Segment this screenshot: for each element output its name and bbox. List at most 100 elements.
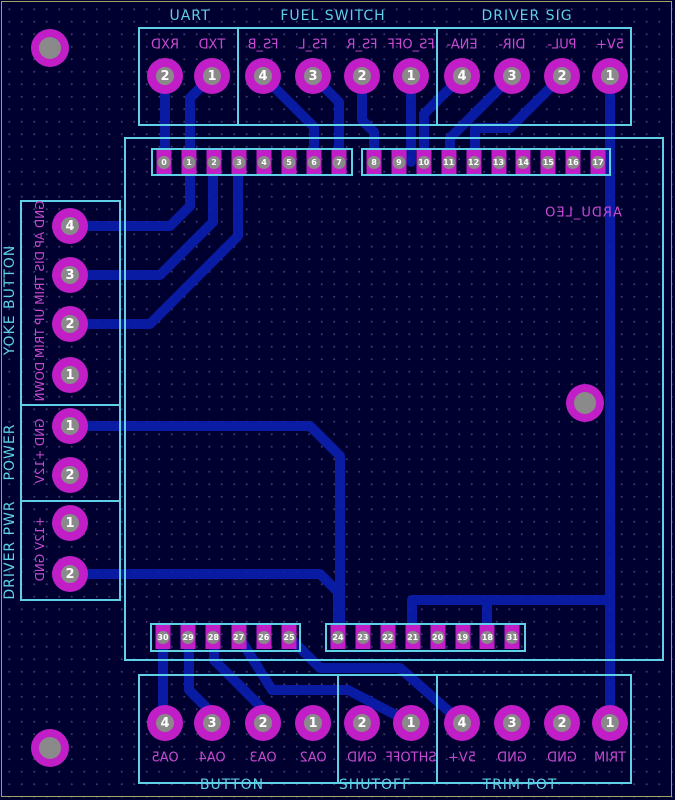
header-bottom-left (150, 623, 301, 652)
header-pin-number: 9 (392, 155, 406, 169)
header-pin: 0 (156, 150, 172, 174)
pad-number: 2 (353, 67, 371, 85)
pad-number: 1 (304, 714, 322, 732)
header-pin: 2 (206, 150, 222, 174)
header-pin-number: 8 (367, 155, 381, 169)
pin-label: FS_B (247, 37, 279, 53)
header-pin-number: 10 (417, 155, 431, 169)
pad-number: 1 (61, 417, 79, 435)
header-pin-number: 26 (257, 630, 271, 644)
pad: 4 (444, 58, 480, 94)
pad-number: 1 (601, 714, 619, 732)
trace (357, 71, 379, 167)
pad-number: 3 (503, 67, 521, 85)
pin-label: GND (347, 750, 377, 766)
pin-label: OA5 (151, 750, 179, 766)
trace (65, 421, 345, 645)
header-pin: 30 (155, 625, 171, 649)
header-pin: 13 (491, 150, 506, 174)
header-top-right (361, 148, 611, 176)
header-pin: 14 (515, 150, 531, 174)
header-pin-number: 1 (182, 155, 196, 169)
trace (234, 632, 416, 728)
pad: 2 (52, 306, 88, 342)
pin-label: SHTOFF (385, 750, 437, 766)
header-pin-number: 30 (156, 630, 170, 644)
driver-sig-box (436, 27, 632, 126)
pad-number: 3 (61, 266, 79, 284)
header-pin: 4 (256, 150, 272, 174)
pin-labels: +12V GND (33, 516, 47, 581)
header-pin-number: 29 (181, 630, 195, 644)
header-pin-number: 20 (431, 630, 445, 644)
mounting-hole (566, 384, 604, 422)
pad: 4 (245, 58, 281, 94)
pin-label: RXD (151, 37, 179, 53)
header-pin-number: 17 (591, 155, 605, 169)
trace (284, 632, 467, 728)
header-pin: 19 (455, 625, 470, 649)
pad-number: 4 (254, 67, 272, 85)
arduino-outline (124, 137, 664, 661)
header-pin-number: 2 (207, 155, 221, 169)
header-pin: 6 (306, 150, 322, 174)
pad: 4 (444, 705, 480, 741)
header-pin: 17 (590, 150, 606, 174)
pad: 3 (52, 257, 88, 293)
pad-number: 3 (503, 714, 521, 732)
pad-number: 2 (61, 315, 79, 333)
header-pin-number: 21 (406, 630, 420, 644)
connector-title: FUEL SWITCH (280, 8, 386, 24)
pad: 1 (194, 58, 230, 94)
pad-number: 2 (553, 67, 571, 85)
pin-label: OA3 (249, 750, 277, 766)
header-pin-number: 13 (492, 155, 505, 169)
connector-title: UART (169, 8, 211, 24)
header-pin: 21 (405, 625, 421, 649)
pin-label: DIR- (498, 37, 526, 53)
pad: 1 (592, 58, 628, 94)
pin-labels: GND AP DIS TRIM UP TRIM DOWN (33, 200, 47, 401)
header-pin-number: 6 (307, 155, 321, 169)
pin-label: PUL- (547, 37, 577, 53)
header-pin-number: 14 (516, 155, 530, 169)
pad: 3 (494, 58, 530, 94)
header-pin: 23 (355, 625, 371, 649)
pad-number: 2 (156, 67, 174, 85)
header-pin: 28 (205, 625, 221, 649)
header-pin: 26 (256, 625, 272, 649)
header-pin: 11 (441, 150, 457, 174)
header-pin-number: 28 (206, 630, 220, 644)
header-bottom-right (325, 623, 526, 652)
header-pin: 20 (430, 625, 446, 649)
connector-title: POWER (2, 423, 18, 481)
pad: 1 (52, 505, 88, 541)
pad-number: 3 (304, 67, 322, 85)
trace (65, 569, 343, 642)
pad: 1 (52, 357, 88, 393)
pad-number: 4 (453, 67, 471, 85)
pad-number: 1 (203, 67, 221, 85)
header-pin: 27 (231, 625, 247, 649)
pad: 1 (295, 705, 331, 741)
pin-label: FS_OFF (387, 37, 435, 53)
header-pin: 31 (504, 625, 520, 649)
pad: 1 (393, 58, 429, 94)
header-pin-number: 7 (332, 155, 346, 169)
pad: 2 (147, 58, 183, 94)
pad: 3 (295, 58, 331, 94)
header-pin-number: 23 (356, 630, 370, 644)
pad-number: 1 (61, 514, 79, 532)
mounting-hole (31, 729, 69, 767)
header-pin: 15 (540, 150, 556, 174)
header-pin: 12 (466, 150, 482, 174)
header-pin: 3 (231, 150, 247, 174)
trace (65, 157, 218, 280)
header-pin: 24 (330, 625, 346, 649)
driver-pwr-box (20, 500, 121, 601)
pad: 4 (52, 208, 88, 244)
header-pin-number: 19 (456, 630, 469, 644)
header-pin-number: 15 (541, 155, 555, 169)
header-pin: 29 (180, 625, 196, 649)
pad: 1 (393, 705, 429, 741)
